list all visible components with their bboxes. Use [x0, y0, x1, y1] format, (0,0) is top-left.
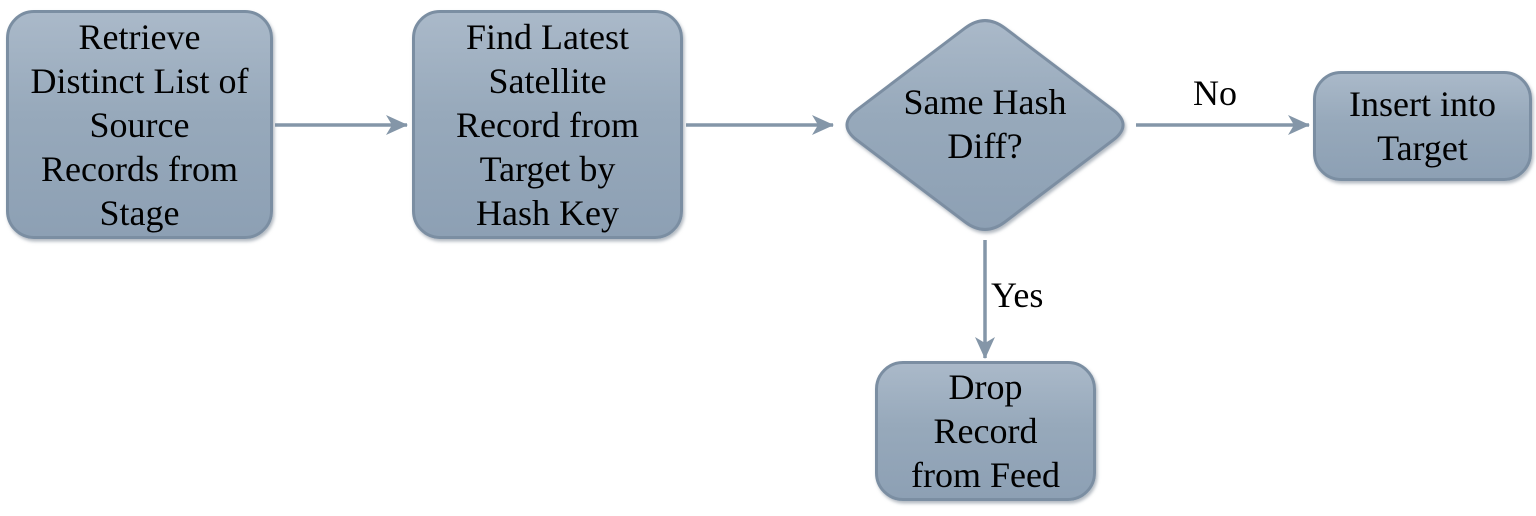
node-drop-record-from-feed: Drop Record from Feed — [875, 361, 1096, 501]
node-find-latest-satellite: Find Latest Satellite Record from Target… — [412, 10, 683, 239]
node-retrieve-distinct-list-label: Retrieve Distinct List of Source Records… — [30, 16, 249, 233]
edge-label-no: No — [1193, 73, 1237, 113]
edge-label-yes: Yes — [991, 275, 1044, 315]
node-same-hash-diff-label: Same Hash Diff? — [903, 82, 1067, 166]
node-insert-into-target: Insert into Target — [1313, 71, 1532, 181]
node-insert-into-target-label: Insert into Target — [1349, 84, 1496, 168]
node-retrieve-distinct-list: Retrieve Distinct List of Source Records… — [6, 10, 273, 239]
node-same-hash-diff-shape — [845, 19, 1125, 231]
node-find-latest-satellite-label: Find Latest Satellite Record from Target… — [456, 16, 639, 233]
node-drop-record-from-feed-label: Drop Record from Feed — [911, 367, 1060, 495]
